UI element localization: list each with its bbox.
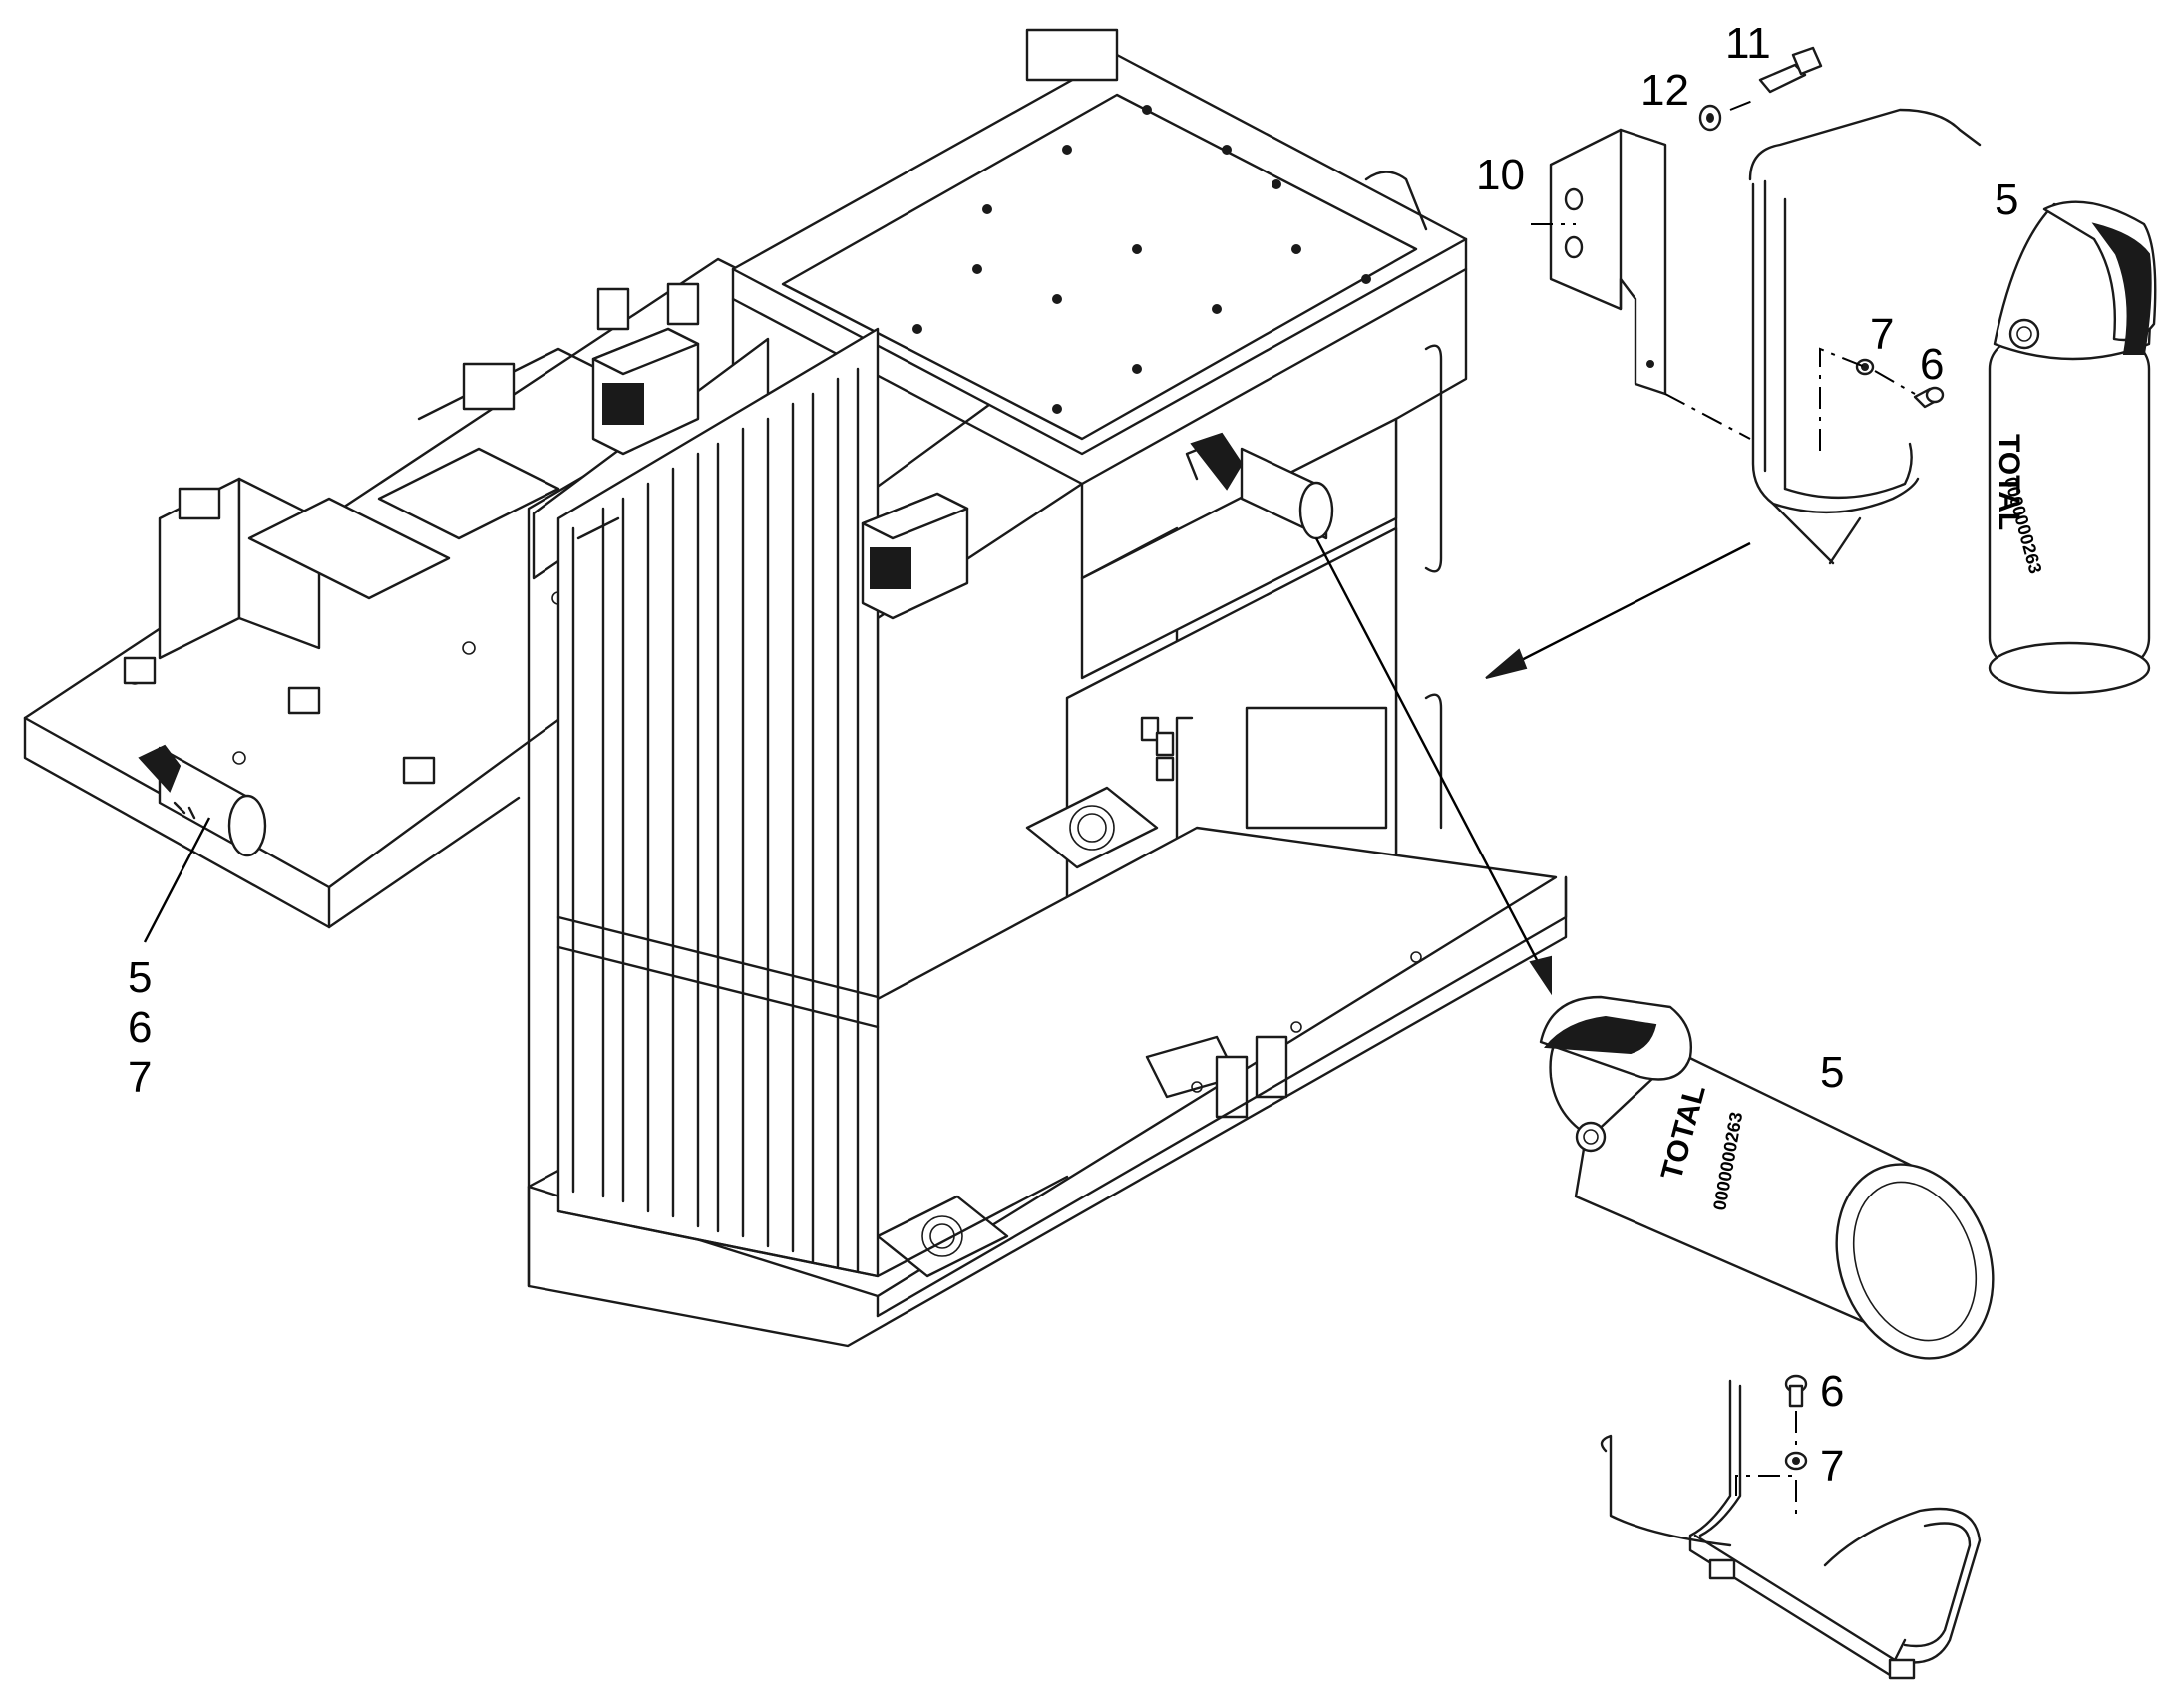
callout-part-5-mid: 5 <box>1820 1048 1844 1097</box>
callout-part-6-bottom: 6 <box>1820 1367 1844 1416</box>
cab-roof <box>731 28 1468 486</box>
mounted-extinguisher-left <box>138 744 267 857</box>
callout-part-6-top: 6 <box>1920 340 1944 389</box>
callout-part-7-top: 7 <box>1870 310 1894 359</box>
front-window-slats <box>532 327 1069 1278</box>
roof-bolt-holes <box>912 105 1371 414</box>
side-rail <box>876 875 1568 1318</box>
leader-lines <box>143 99 1916 1516</box>
nut-part-7-upper <box>1855 358 1875 376</box>
screw-part-6-upper <box>1913 386 1945 409</box>
fire-extinguisher-lying: TOTAL 0000000263 <box>1539 995 1995 1360</box>
extinguisher-strap-lower <box>1600 1379 1982 1680</box>
extinguisher-strap-upper <box>1748 108 1982 565</box>
nut-part-7-lower <box>1784 1451 1808 1471</box>
brand-label-top: TOTAL <box>1993 434 2025 530</box>
callout-part-10: 10 <box>1476 151 1525 199</box>
callout-part-11: 11 <box>1725 19 1771 68</box>
callout-part-5-left: 5 <box>128 953 152 1002</box>
washer-part-12 <box>1698 104 1722 132</box>
bracket-part-10 <box>1549 128 1667 396</box>
mounted-extinguisher-cab <box>1185 432 1334 540</box>
callout-part-5-top: 5 <box>1995 175 2018 224</box>
callout-part-6-left: 6 <box>128 1003 152 1052</box>
callout-part-7-bottom: 7 <box>1820 1442 1844 1491</box>
work-light-left <box>591 327 700 456</box>
bolt-part-11 <box>1758 46 1823 94</box>
cab-frame-assembly <box>23 28 1568 1348</box>
fire-extinguisher-upright: TOTAL 0000000263 <box>1988 200 2157 695</box>
callout-labels: 11 12 10 5 7 6 5 6 7 5 6 7 <box>128 19 2018 1491</box>
callout-part-12: 12 <box>1640 66 1689 115</box>
callout-part-7-left: 7 <box>128 1053 152 1102</box>
screw-part-6-lower <box>1784 1374 1808 1408</box>
work-light-right <box>861 492 969 620</box>
